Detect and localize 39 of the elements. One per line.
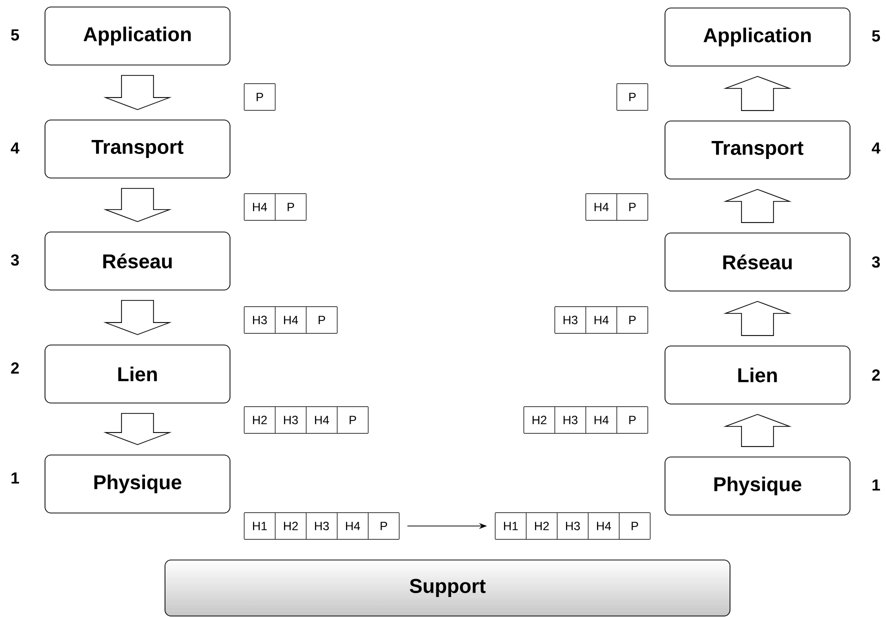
block-arrow xyxy=(723,76,792,111)
packet: H1 H2 H3 H4 P xyxy=(494,512,650,540)
packet: P xyxy=(616,83,648,111)
layer-box: Lien xyxy=(44,344,230,404)
packet: P xyxy=(244,83,276,111)
layer-number: 4 xyxy=(10,142,20,154)
packet: H2 H3 H4 P xyxy=(244,406,368,434)
block-arrow xyxy=(723,414,792,447)
block-arrow xyxy=(723,188,792,223)
packet: H4 P xyxy=(586,193,648,221)
layer-number: 4 xyxy=(872,142,880,154)
layer-number: 2 xyxy=(872,369,880,381)
medium-bar: Support xyxy=(164,560,730,616)
layer-box: Application xyxy=(44,6,230,66)
layer-number: 5 xyxy=(11,29,19,41)
block-arrow xyxy=(103,300,172,336)
layer-number: 5 xyxy=(872,30,880,42)
layer-number: 3 xyxy=(10,254,19,266)
layer-box: Transport xyxy=(664,120,850,180)
layer-box: Physique xyxy=(664,456,850,516)
packet: H1 H2 H3 H4 P xyxy=(244,512,400,540)
layer-box: Lien xyxy=(664,346,850,404)
block-arrow xyxy=(723,300,792,336)
layer-number: 1 xyxy=(12,472,19,484)
layer-box: Transport xyxy=(44,120,230,178)
layer-number: 1 xyxy=(872,479,880,490)
layer-box: Réseau xyxy=(664,232,850,292)
layer-number: 3 xyxy=(872,256,880,268)
block-arrow xyxy=(103,188,172,222)
packet: H3 H4 P xyxy=(244,306,338,334)
packet: H2 H3 H4 P xyxy=(524,406,648,434)
layer-box: Application xyxy=(664,8,850,66)
block-arrow xyxy=(103,74,172,110)
layer-box: Réseau xyxy=(44,232,230,290)
packet: H4 P xyxy=(244,193,306,221)
block-arrow xyxy=(103,412,172,446)
packet: H3 H4 P xyxy=(554,306,648,334)
layer-number: 2 xyxy=(11,362,19,374)
layer-box: Physique xyxy=(44,454,230,514)
